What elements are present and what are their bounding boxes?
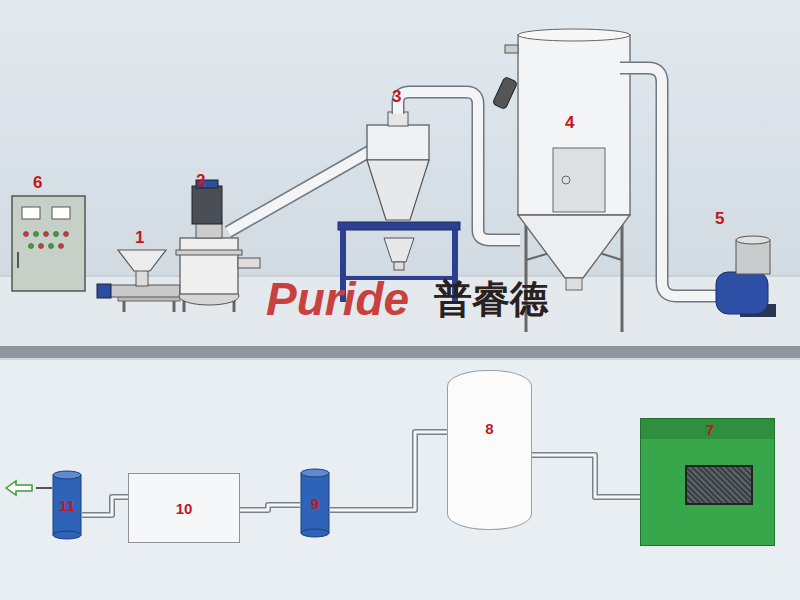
- callout-number: 2: [196, 172, 205, 189]
- callout-number: 6: [33, 174, 42, 191]
- callout-number: 4: [565, 114, 574, 131]
- callout-number: 7: [706, 422, 714, 437]
- callout-number: 10: [176, 501, 193, 516]
- pipe-connector: [532, 455, 640, 497]
- callout-number: 1: [135, 229, 144, 246]
- callout-number: 3: [392, 88, 401, 105]
- filter-cylinder: 11: [52, 470, 82, 540]
- watermark-text: 普睿德: [434, 280, 548, 318]
- pipe-connector: [82, 497, 128, 515]
- filter-cylinder: 9: [300, 468, 330, 538]
- callout-number: 9: [311, 496, 319, 511]
- vent-panel: [685, 465, 753, 505]
- air-tank: 8: [447, 370, 532, 530]
- compressor-box: 7: [640, 418, 775, 546]
- pipe-connector: [240, 505, 300, 510]
- callout-number: 11: [59, 498, 75, 513]
- dryer-box: 10: [128, 473, 240, 543]
- callout-number: 5: [715, 210, 724, 227]
- pipe-connector: [330, 432, 447, 510]
- callout-number: 8: [485, 421, 493, 436]
- watermark-text: Puride: [266, 276, 409, 322]
